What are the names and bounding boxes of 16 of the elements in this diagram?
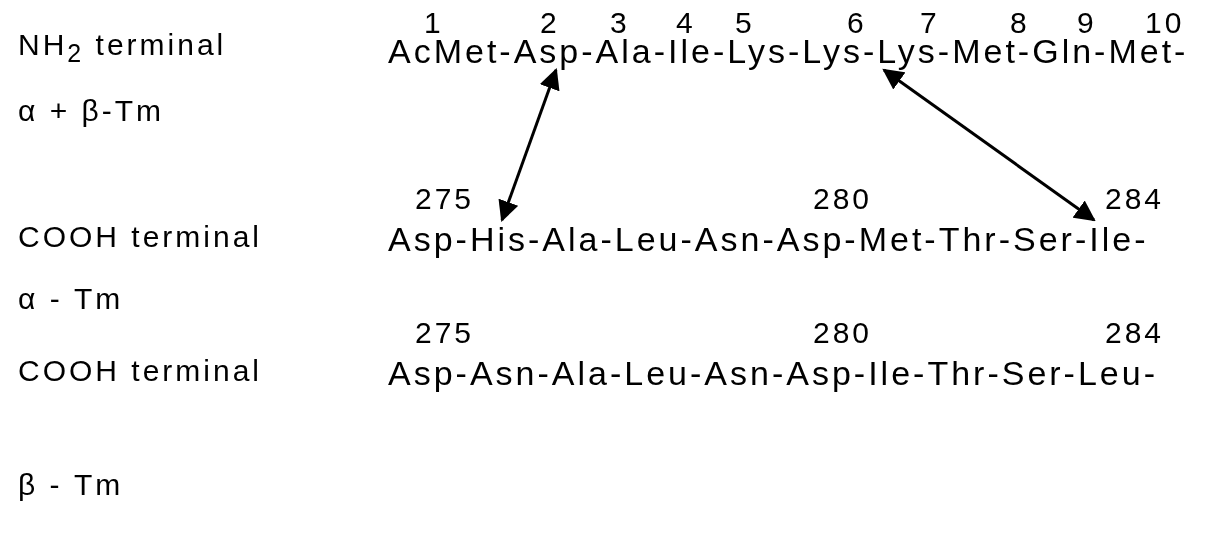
protein-label: β - Tm [18,470,124,500]
residue-number: 275 [415,318,475,348]
terminal-label: NH$_{2}$ terminal [18,30,227,66]
protein-label: α + β-Tm [18,96,165,126]
residue-number: 284 [1105,318,1165,348]
sequence-text: Asp-His-Ala-Leu-Asn-Asp-Met-Thr-Ser-Ile- [388,222,1149,256]
protein-label: α - Tm [18,284,124,314]
residue-number: 280 [813,318,873,348]
residue-number: 284 [1105,184,1165,214]
residue-number: 275 [415,184,475,214]
terminal-label: COOH terminal [18,356,263,386]
residue-number: 280 [813,184,873,214]
sequence-text: Asp-Asn-Ala-Leu-Asn-Asp-Ile-Thr-Ser-Leu- [388,356,1158,390]
double-headed-arrow [498,68,560,222]
terminal-label: COOH terminal [18,222,263,252]
double-headed-arrow [882,68,1096,222]
